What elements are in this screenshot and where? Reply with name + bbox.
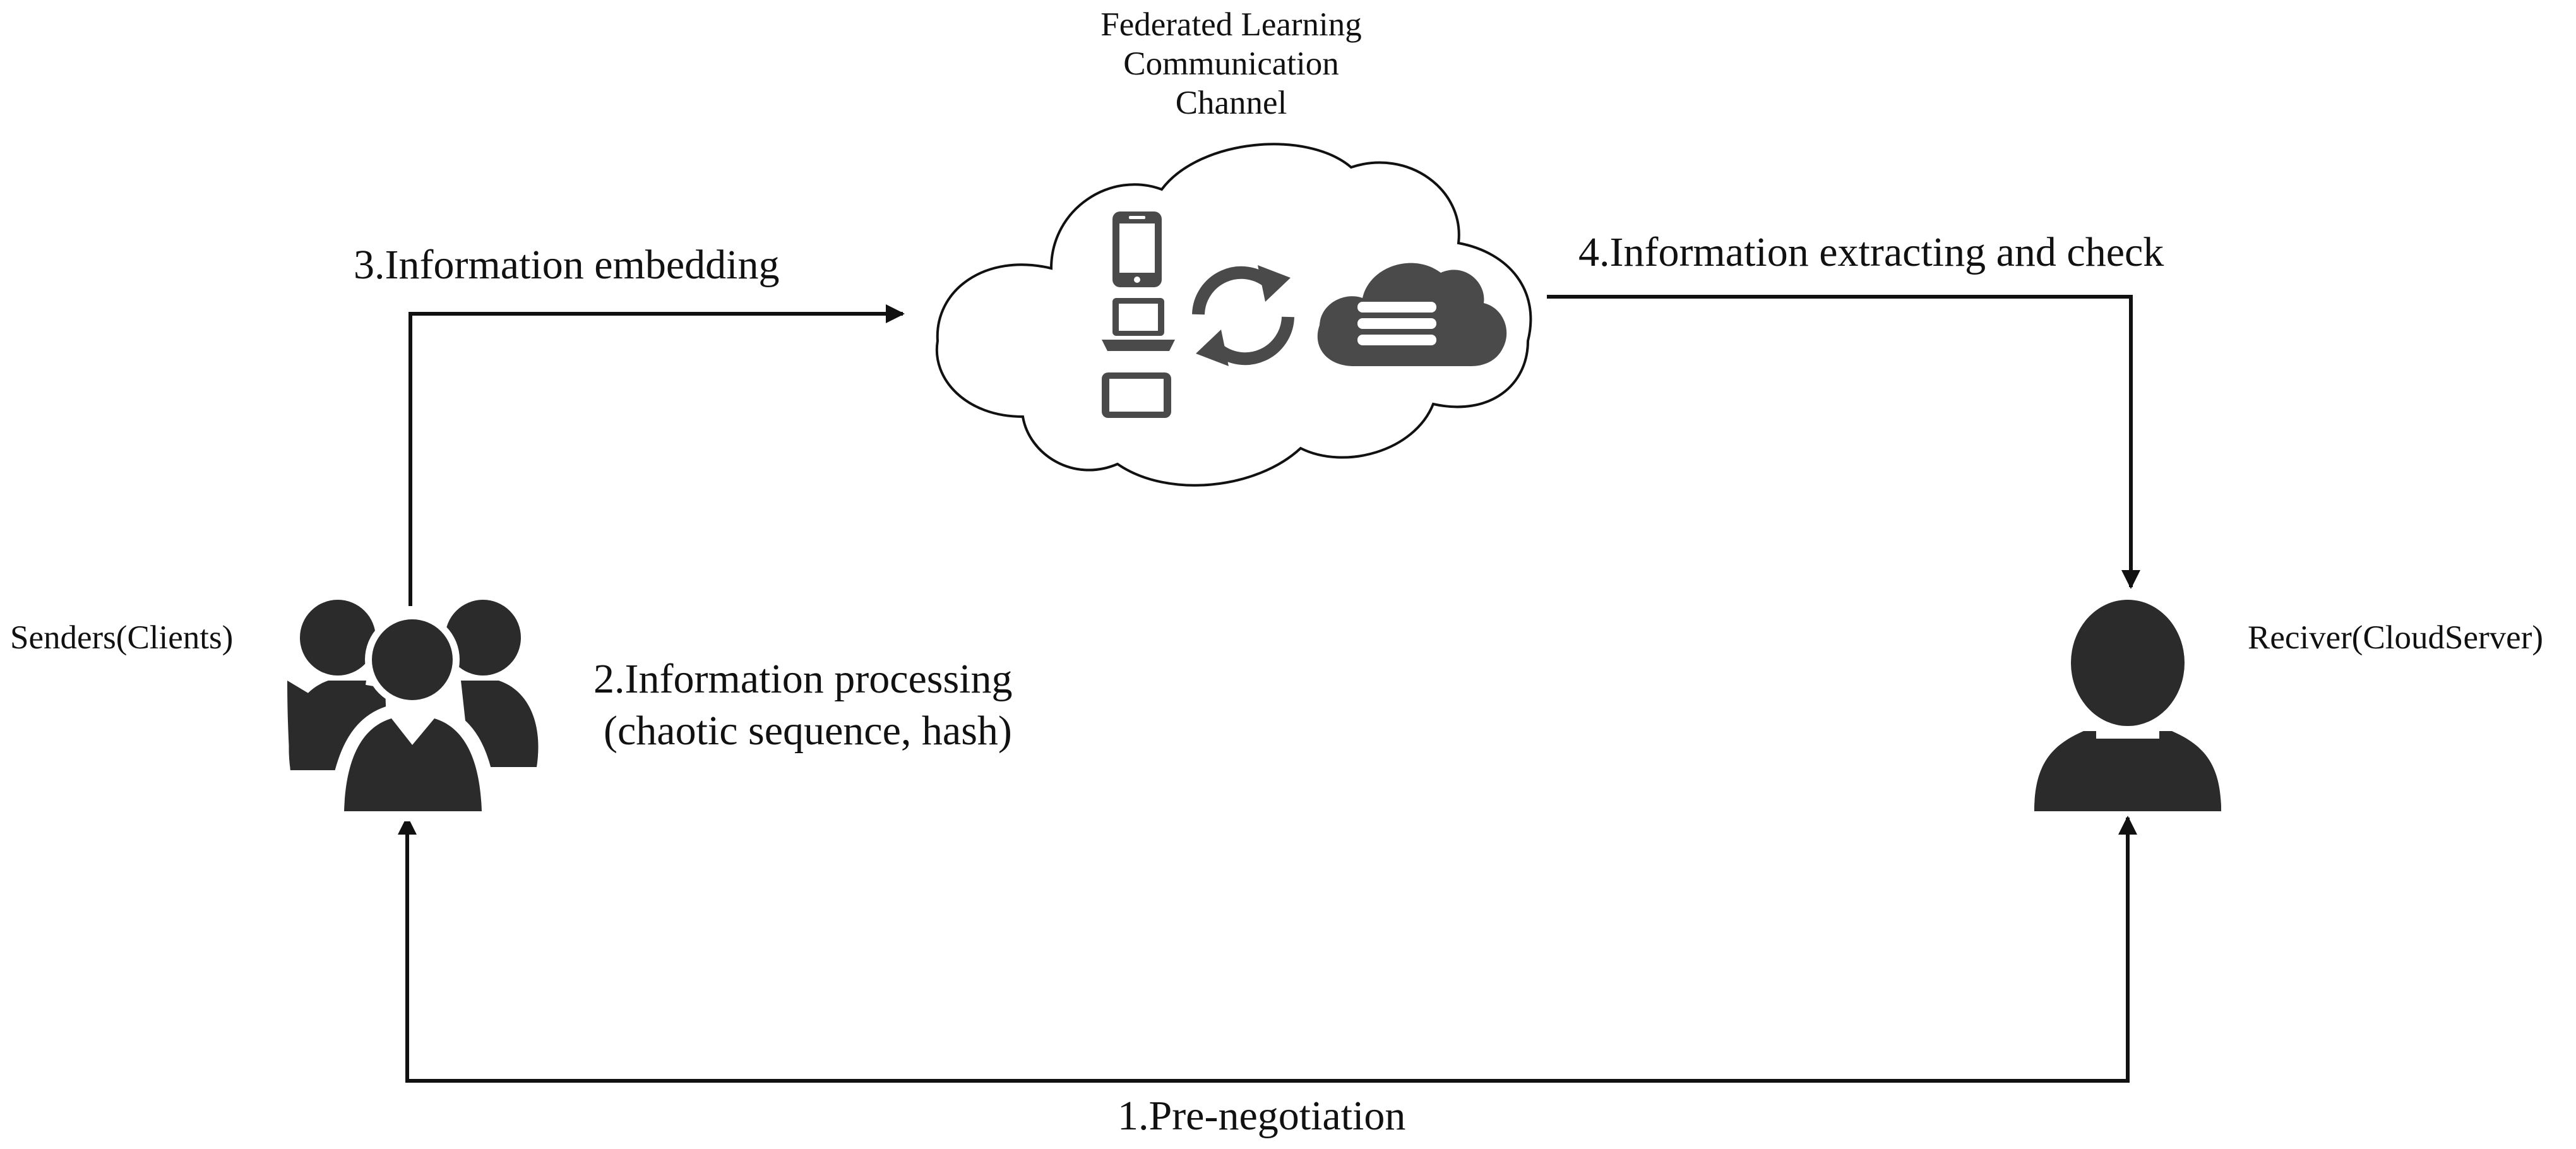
cloud-title-line-2: Communication: [1123, 45, 1339, 82]
step-processing-detail: (chaotic sequence, hash): [604, 708, 1012, 754]
user-icon: [2034, 600, 2221, 811]
cloud-title-line-3: Channel: [1175, 85, 1287, 121]
step-pre-negotiation-label: 1.Pre-negotiation: [1118, 1093, 1406, 1139]
cloud-title: Federated Learning Communication Channel: [991, 5, 1471, 122]
step-extracting-label: 4.Information extracting and check: [1578, 229, 2164, 275]
step-processing-label: 2.Information processing (chaotic sequen…: [593, 653, 1013, 757]
group-users-icon: [287, 600, 539, 821]
cloud-server-icon: [1317, 263, 1507, 366]
pre-negotiation-arrow: [398, 816, 2137, 1083]
cloud-outline: [935, 143, 1532, 487]
tablet-icon: [1102, 372, 1171, 418]
step-processing-title: 2.Information processing: [593, 656, 1013, 702]
step-embedding-label: 3.Information embedding: [354, 242, 780, 288]
laptop-icon: [1102, 298, 1175, 351]
sync-arrowhead-top: [1258, 265, 1291, 302]
receiver-label: Reciver(CloudServer): [2248, 619, 2543, 656]
extracting-arrow: [1547, 295, 2140, 589]
senders-label: Senders(Clients): [10, 619, 234, 656]
cloud-title-line-1: Federated Learning: [1100, 6, 1362, 43]
embedding-arrow: [408, 304, 905, 606]
sync-arrowhead-bottom: [1196, 330, 1229, 366]
sync-arrows-icon: [1192, 266, 1294, 366]
smartphone-icon: [1112, 211, 1162, 287]
